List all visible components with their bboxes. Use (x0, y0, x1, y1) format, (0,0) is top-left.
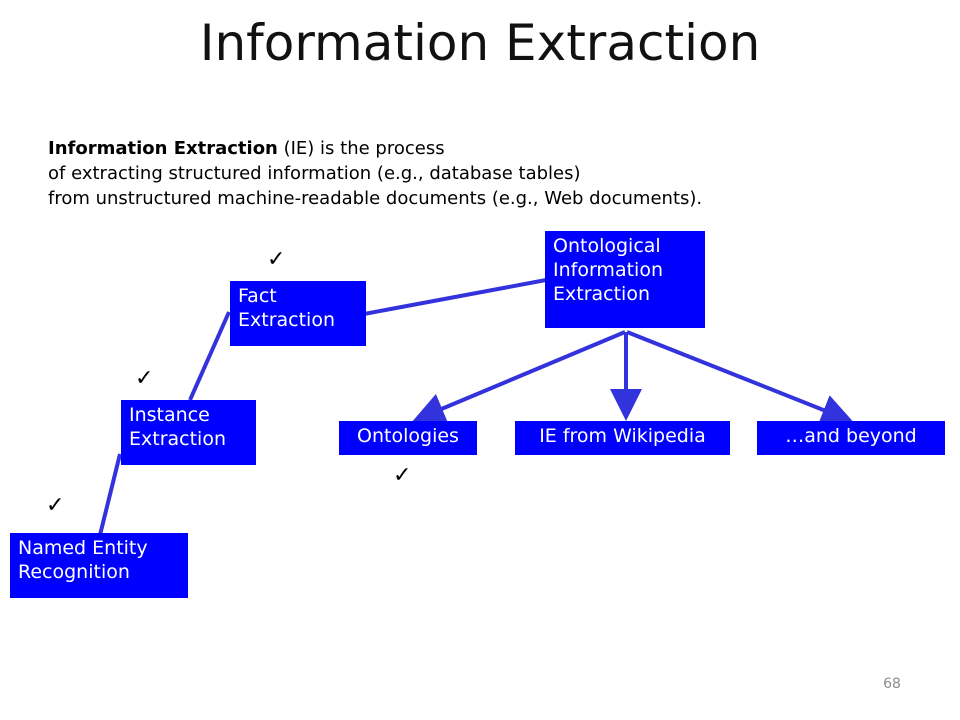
node-ontologies: Ontologies (339, 421, 477, 455)
node-ontological-information-extraction: Ontological Information Extraction (545, 231, 705, 328)
node-and-beyond: …and beyond (757, 421, 945, 455)
definition-term: Information Extraction (48, 138, 278, 159)
check-icon-named-entity-recognition: ✓ (46, 493, 65, 518)
definition-line-1: Information Extraction (IE) is the proce… (48, 136, 928, 161)
node-fact-extraction: Fact Extraction (230, 281, 366, 346)
definition-line-2: of extracting structured information (e.… (48, 163, 581, 184)
connector-ontological-to-fact (363, 278, 547, 316)
slide-title: Information Extraction (199, 14, 761, 72)
check-icon-fact-extraction: ✓ (267, 247, 286, 272)
node-named-entity-recognition: Named Entity Recognition (10, 533, 188, 598)
page-number: 68 (883, 676, 901, 692)
arrow-to-and-beyond (626, 330, 854, 426)
arrow-to-ontologies (412, 330, 626, 424)
check-icon-instance-extraction: ✓ (135, 366, 154, 391)
node-ie-from-wikipedia: IE from Wikipedia (515, 421, 730, 455)
node-instance-extraction: Instance Extraction (121, 400, 256, 465)
definition-line-1-rest: (IE) is the process (277, 138, 445, 159)
check-icon-ontologies: ✓ (393, 463, 412, 488)
definition-line-3: from unstructured machine-readable docum… (48, 188, 703, 209)
definition-text: Information Extraction (IE) is the proce… (48, 136, 928, 211)
connector-instance-to-ner (98, 453, 122, 536)
connector-fact-to-instance (188, 311, 231, 401)
